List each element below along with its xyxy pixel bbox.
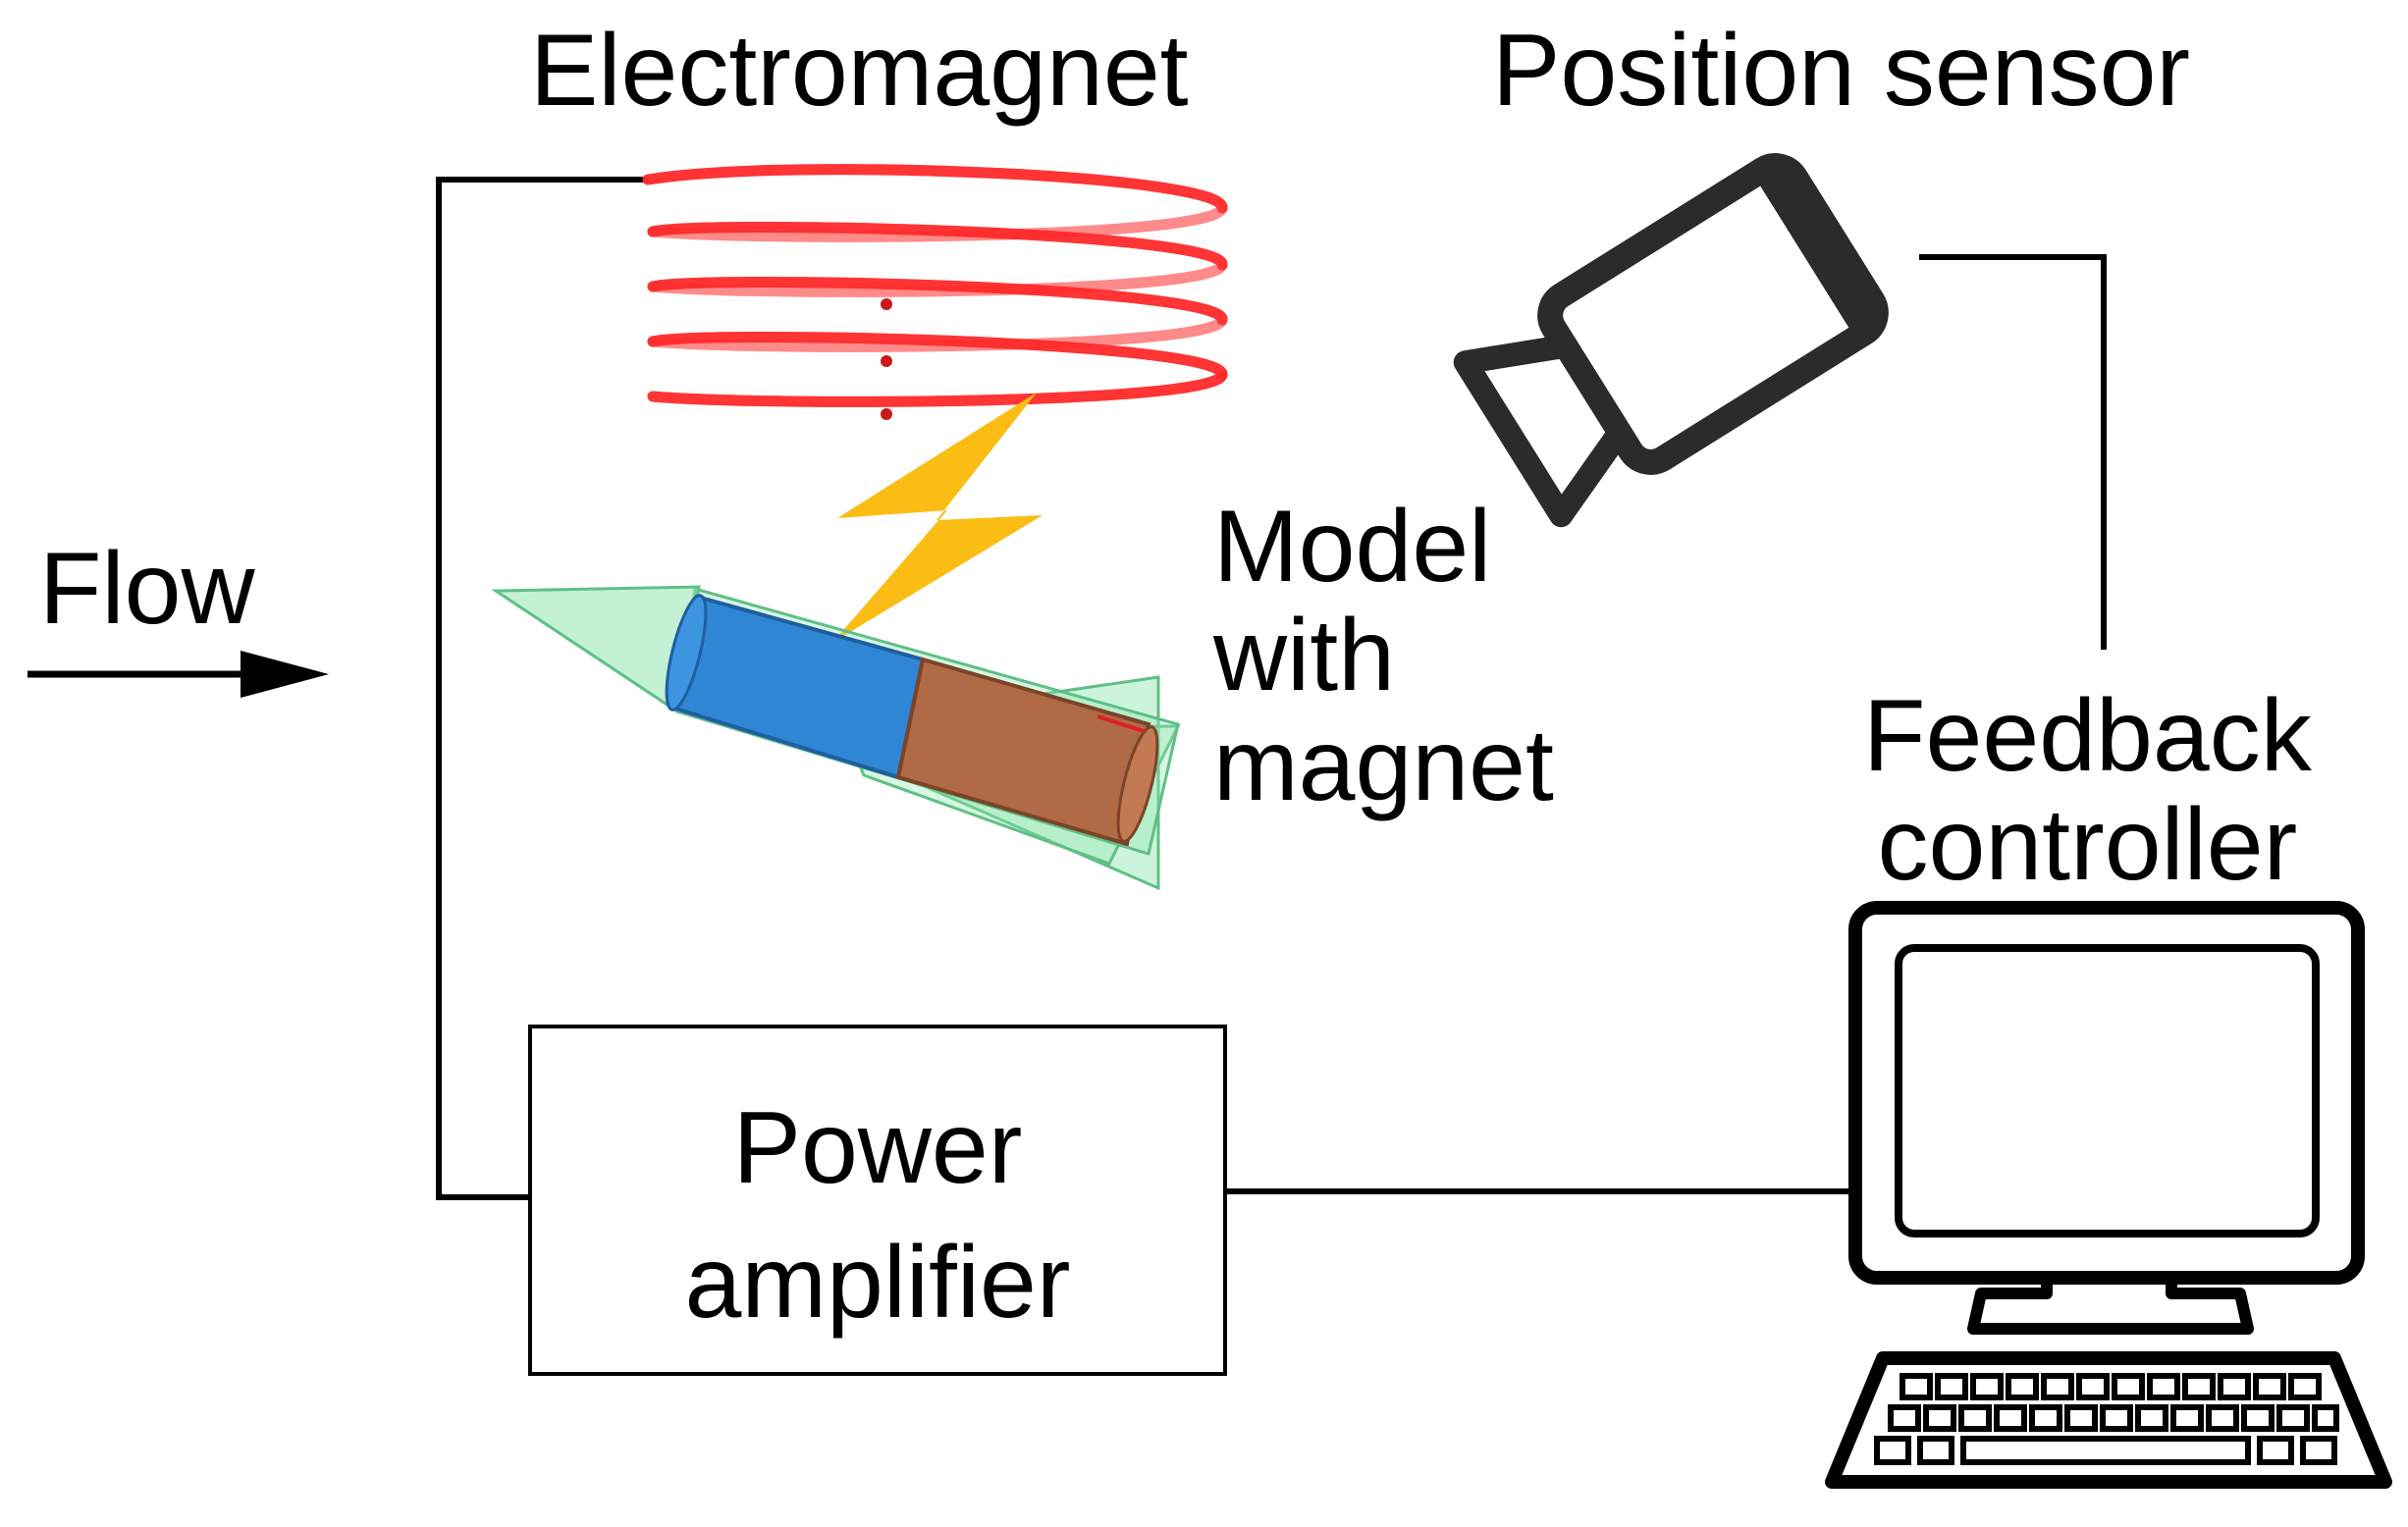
wire-electromagnet-to-amplifier [436,177,648,1200]
model-with-magnet [491,585,1181,891]
feedback-controller-label: Feedback controller [1863,679,2312,903]
lightning-icon [832,393,1043,643]
position-sensor-label: Position sensor [1492,14,2191,128]
camera-icon [1453,153,1889,528]
model-label-line: Model [1213,490,1492,604]
flow-arrow [27,651,329,698]
flow-label: Flow [39,532,255,646]
wire-sensor-to-controller [1919,254,2107,650]
model-label-line: with [1213,599,1395,713]
electromagnet-label: Electromagnet [530,14,1189,128]
power-label-line: amplifier [684,1226,1071,1341]
feedback-label-line: Feedback [1863,679,2312,793]
power-label-line: Power [732,1091,1023,1205]
feedback-label-line: controller [1877,788,2298,903]
power-amplifier-label: Power amplifier [530,1081,1225,1351]
model-label-line: magnet [1213,708,1554,822]
computer-icon [1825,901,2392,1489]
electromagnet-coil [642,164,1228,420]
keyboard-keys [1874,1373,2339,1465]
model-with-magnet-label: Model with magnet [1213,490,1554,822]
power-amplifier-box [528,1025,1227,1376]
